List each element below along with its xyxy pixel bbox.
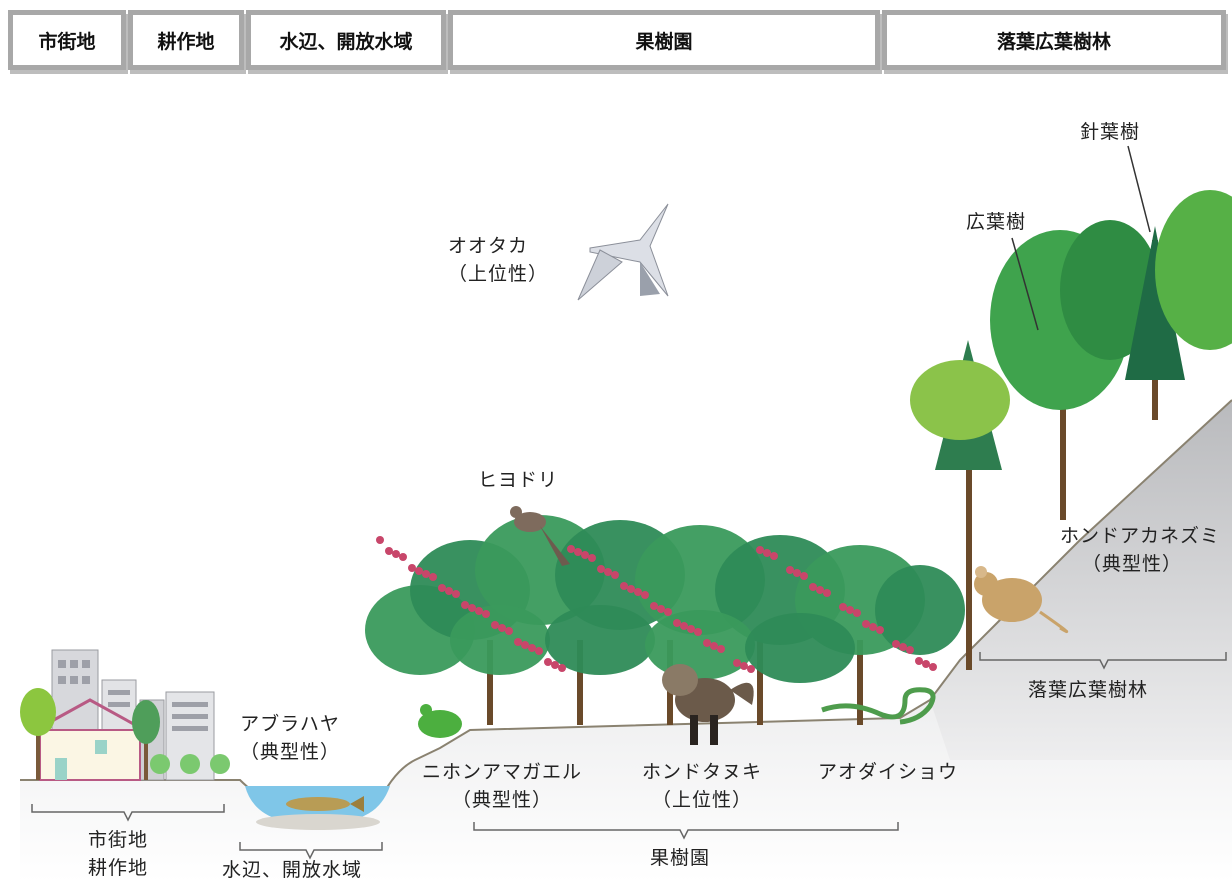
zone-label-forest: 落葉広葉樹林 [1028, 676, 1148, 704]
cabbage-crops [150, 754, 230, 774]
conifer-pointer [1127, 145, 1151, 233]
wood-mouse-name: ホンドアカネズミ [1060, 525, 1221, 547]
header-tab-label: 落葉広葉樹林 [996, 30, 1111, 53]
city-trees [20, 688, 160, 780]
raccoon-dog-role: （上位性） [652, 789, 753, 811]
wood-mouse-role: （典型性） [1082, 553, 1183, 575]
header-tab-label: 市街地 [38, 30, 96, 53]
bulbul-name: ヒヨドリ [478, 469, 559, 491]
zone-label-orchard: 果樹園 [650, 844, 710, 872]
header-tab-farm: 耕作地 [128, 10, 244, 70]
minnow-label: アブラハヤ （典型性） [240, 710, 340, 766]
bulbul-bird [510, 506, 570, 566]
header-tab-label: 耕作地 [157, 30, 215, 53]
bulbul-label: ヒヨドリ [478, 466, 558, 494]
treefrog-label: ニホンアマガエル （典型性） [422, 758, 582, 814]
zone-label-waterside: 水辺、開放水域 [222, 856, 362, 884]
zone-brace-orchard [473, 822, 899, 840]
pond-stones [256, 814, 380, 830]
zone-farm-text: 耕作地 [88, 857, 149, 879]
minnow-fish [286, 796, 364, 812]
header-tab-waterside: 水辺、開放水域 [246, 10, 446, 70]
goshawk-role: （上位性） [448, 263, 549, 285]
header-tab-orchard: 果樹園 [448, 10, 880, 70]
zone-brace-urban [31, 804, 225, 822]
raccoon-dog [662, 664, 754, 745]
rat-snake [821, 687, 936, 725]
zone-urban-text: 市街地 [88, 829, 149, 851]
broadleaf-pointer [1011, 237, 1039, 331]
conifer-label: 針葉樹 [1080, 118, 1140, 146]
raccoon-dog-label: ホンドタヌキ （上位性） [642, 758, 762, 814]
hill-slope [930, 400, 1232, 760]
header-tab-forest: 落葉広葉樹林 [882, 10, 1226, 70]
treefrog-role: （典型性） [452, 789, 553, 811]
goshawk-bird [577, 203, 669, 301]
minnow-name: アブラハヤ [240, 713, 340, 735]
broadleaf-label: 広葉樹 [966, 208, 1026, 236]
forest-trees [910, 190, 1232, 670]
zone-brace-waterside [239, 842, 383, 860]
header-tab-label: 水辺、開放水域 [279, 30, 413, 53]
broadleaf-text: 広葉樹 [966, 211, 1027, 233]
goshawk-label: オオタカ （上位性） [448, 232, 548, 288]
zone-orchard-text: 果樹園 [650, 847, 711, 869]
zone-forest-text: 落葉広葉樹林 [1028, 679, 1149, 701]
snake-label: アオダイショウ [818, 758, 958, 786]
header-tab-label: 果樹園 [635, 30, 693, 53]
zone-brace-forest [979, 652, 1227, 670]
goshawk-name: オオタカ [448, 235, 529, 257]
wood-mouse-label: ホンドアカネズミ （典型性） [1060, 522, 1220, 578]
conifer-text: 針葉樹 [1080, 121, 1141, 143]
minnow-role: （典型性） [240, 741, 341, 763]
snake-name: アオダイショウ [818, 761, 959, 783]
orchard-trees [365, 515, 965, 725]
tree-frog [418, 704, 462, 738]
zone-waterside-text: 水辺、開放水域 [222, 859, 363, 881]
raccoon-dog-name: ホンドタヌキ [642, 761, 763, 783]
ground-terrain [20, 400, 1232, 882]
wood-mouse [974, 566, 1069, 633]
treefrog-name: ニホンアマガエル [422, 761, 583, 783]
header-tab-urban: 市街地 [8, 10, 126, 70]
house [31, 698, 149, 781]
zone-label-urban-farm: 市街地耕作地 [88, 826, 148, 882]
